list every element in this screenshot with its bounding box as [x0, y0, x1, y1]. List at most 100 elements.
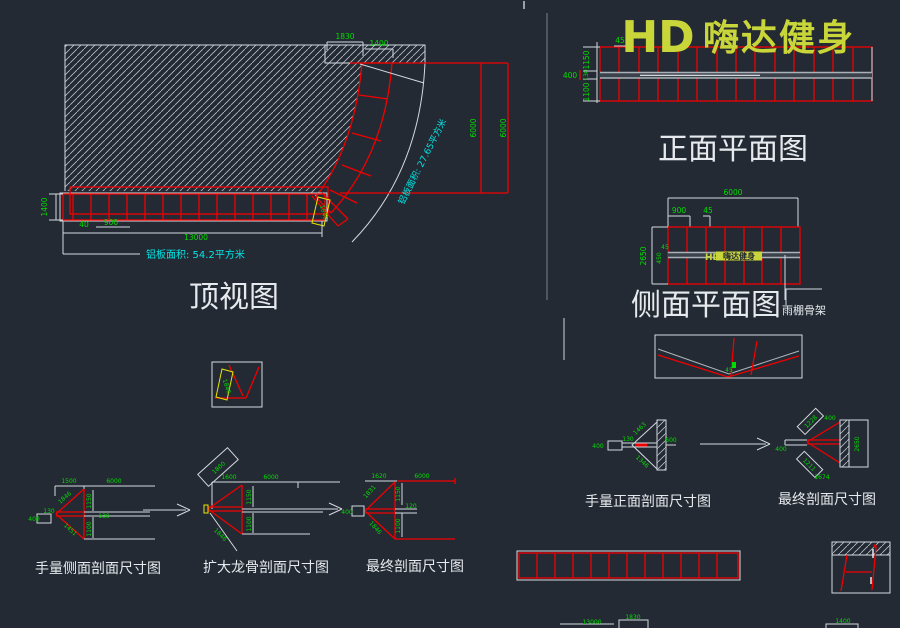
corner-tag-box	[311, 196, 331, 227]
dim-1400-left: 1400	[40, 197, 49, 216]
a-white-extensions	[36, 490, 155, 540]
a-dim-130: 130	[98, 513, 110, 520]
e-dim-400-top: 400	[824, 415, 836, 422]
c-dim-1620: 1620	[371, 473, 386, 480]
arrow-d-e	[700, 437, 771, 451]
a-dim-1500: 1500	[61, 478, 76, 485]
mini-logo-hd: HD	[705, 253, 720, 263]
section-c: 1620 6000 400 1150 120 1100 1831 1846 最终…	[341, 473, 464, 575]
d-hatched-bar	[656, 419, 667, 471]
detail-tag-label: 1846	[221, 378, 232, 395]
a-dim-400: 400	[28, 516, 40, 523]
a-dim-6000: 6000	[106, 478, 121, 485]
left-dimension: 1400	[40, 193, 63, 221]
dim-1100: 1100	[582, 82, 591, 101]
c-dim-6000: 6000	[414, 473, 429, 480]
arrow-b-c	[288, 502, 343, 516]
b-dim-1600: 1600	[221, 474, 236, 481]
e-left-stem	[784, 439, 807, 446]
section-b: 1800 1600 6000 1150 1100 1846 扩大龙骨剖面尺寸图	[197, 446, 340, 576]
b-rotated-box	[197, 446, 239, 488]
e-upper-box	[796, 407, 825, 436]
edge-dim-1830: 1830	[625, 614, 640, 621]
b-dim-1846: 1846	[212, 527, 228, 543]
dim-900: 900	[104, 218, 119, 227]
corner-detail-box: 1846	[211, 361, 263, 408]
c-dim-1150: 1150	[395, 486, 402, 501]
b-dim-6000: 6000	[263, 474, 278, 481]
wall-hatch-area	[65, 45, 425, 197]
bottom-dimensions: 40 900 13000 铝板面积: 54.2平方米	[62, 218, 323, 261]
c-left-bracket	[351, 505, 365, 517]
bottom-strip-grid	[516, 550, 741, 581]
c-dim-1831: 1831	[362, 484, 378, 500]
section-b-title: 扩大龙骨剖面尺寸图	[203, 560, 329, 576]
bottom-right-detail	[831, 541, 891, 594]
dim-6000-b: 6000	[499, 118, 508, 137]
dim-2650: 2650	[639, 246, 648, 265]
brand-logo-cn: 嗨达健身	[703, 18, 855, 59]
detail-red-node	[873, 544, 877, 548]
a-dim-1846: 1846	[57, 490, 73, 506]
right-extent-box	[340, 62, 509, 194]
a-dim-130-left: 130	[43, 508, 55, 515]
e-dim-1211: 1211	[801, 457, 817, 473]
dim-side-900: 900	[672, 206, 687, 215]
canopy-marker	[732, 362, 736, 368]
dim-side-450: 450	[656, 252, 663, 264]
bottom-edge-dims: 13000 1830 1400	[560, 614, 859, 628]
section-a-title: 手量侧面剖面尺寸图	[35, 561, 161, 577]
dim-canopy: 45	[725, 367, 733, 374]
outer-guide-arc	[351, 62, 426, 243]
d-dim-130: 130	[622, 436, 634, 443]
side-top-dimensions: 6000 900 45	[667, 188, 799, 227]
a-dim-1451: 1451	[62, 522, 78, 538]
c-dim-400: 400	[341, 509, 353, 516]
dim-130: 130	[583, 69, 590, 81]
mini-logo-cn: 嗨达健身	[723, 251, 755, 261]
mini-logo-plate	[716, 251, 762, 261]
section-e-title: 最终剖面尺寸图	[778, 492, 876, 508]
top-dimensions: 1830 1400	[326, 32, 394, 58]
side-mini-logo: HD 嗨达健身	[705, 251, 762, 263]
side-left-dimensions: 2650 45 450	[639, 226, 669, 285]
edge-dim-13000: 13000	[582, 619, 601, 626]
top-view-title: 顶视图	[189, 280, 279, 315]
section-e: 2650 1228 1211 400 400 1674 最终剖面尺寸图	[775, 407, 876, 508]
dim-side-6000: 6000	[723, 188, 742, 197]
e-dim-1228: 1228	[803, 414, 819, 430]
canopy-title: 雨棚骨架	[782, 303, 826, 317]
front-view-title: 正面平面图	[658, 132, 808, 167]
detail-hatch-band	[831, 541, 891, 556]
brand-logo-hd: HD	[621, 12, 694, 63]
e-lower-box	[795, 450, 824, 479]
front-view: 1150 400 130 1100 45 HD 嗨达健身 正面平面图	[563, 12, 873, 167]
area-note: 铝板面积: 54.2平方米	[146, 248, 245, 261]
a-dim-1150: 1150	[86, 493, 93, 508]
d-dim-1346: 1346	[634, 454, 650, 470]
front-left-dimensions: 1150 400 130 1100 45	[563, 36, 626, 103]
edge-dim-1400: 1400	[835, 618, 850, 625]
e-red-fan	[806, 421, 841, 464]
c-dim-1846: 1846	[367, 520, 383, 536]
a-dim-1100: 1100	[86, 521, 93, 536]
canopy-callout: 雨棚骨架	[782, 288, 826, 317]
b-dim-1150: 1150	[246, 489, 253, 504]
side-view: 6000 900 45 HD 嗨达健身 2650 45	[631, 188, 826, 379]
c-red-fan	[364, 481, 455, 540]
d-white-extensions	[607, 440, 676, 451]
canopy-frame-drawing: 45	[654, 334, 803, 379]
dim-side-45b: 45	[661, 244, 669, 251]
arrow-a-b	[143, 503, 191, 517]
corner-tag-label: 1846	[318, 204, 329, 221]
e-dim-1674: 1674	[814, 474, 829, 481]
dim-side-45: 45	[703, 206, 713, 215]
d-red-bar	[635, 443, 647, 447]
top-view: 6000 6000 铝板面积: 27.65平方米 1830 1400	[40, 32, 509, 315]
e-right-box	[848, 419, 869, 468]
strip-corner-tail: 1846	[311, 192, 349, 227]
c-dim-1100: 1100	[395, 518, 402, 533]
dim-1400-top: 1400	[369, 39, 388, 48]
